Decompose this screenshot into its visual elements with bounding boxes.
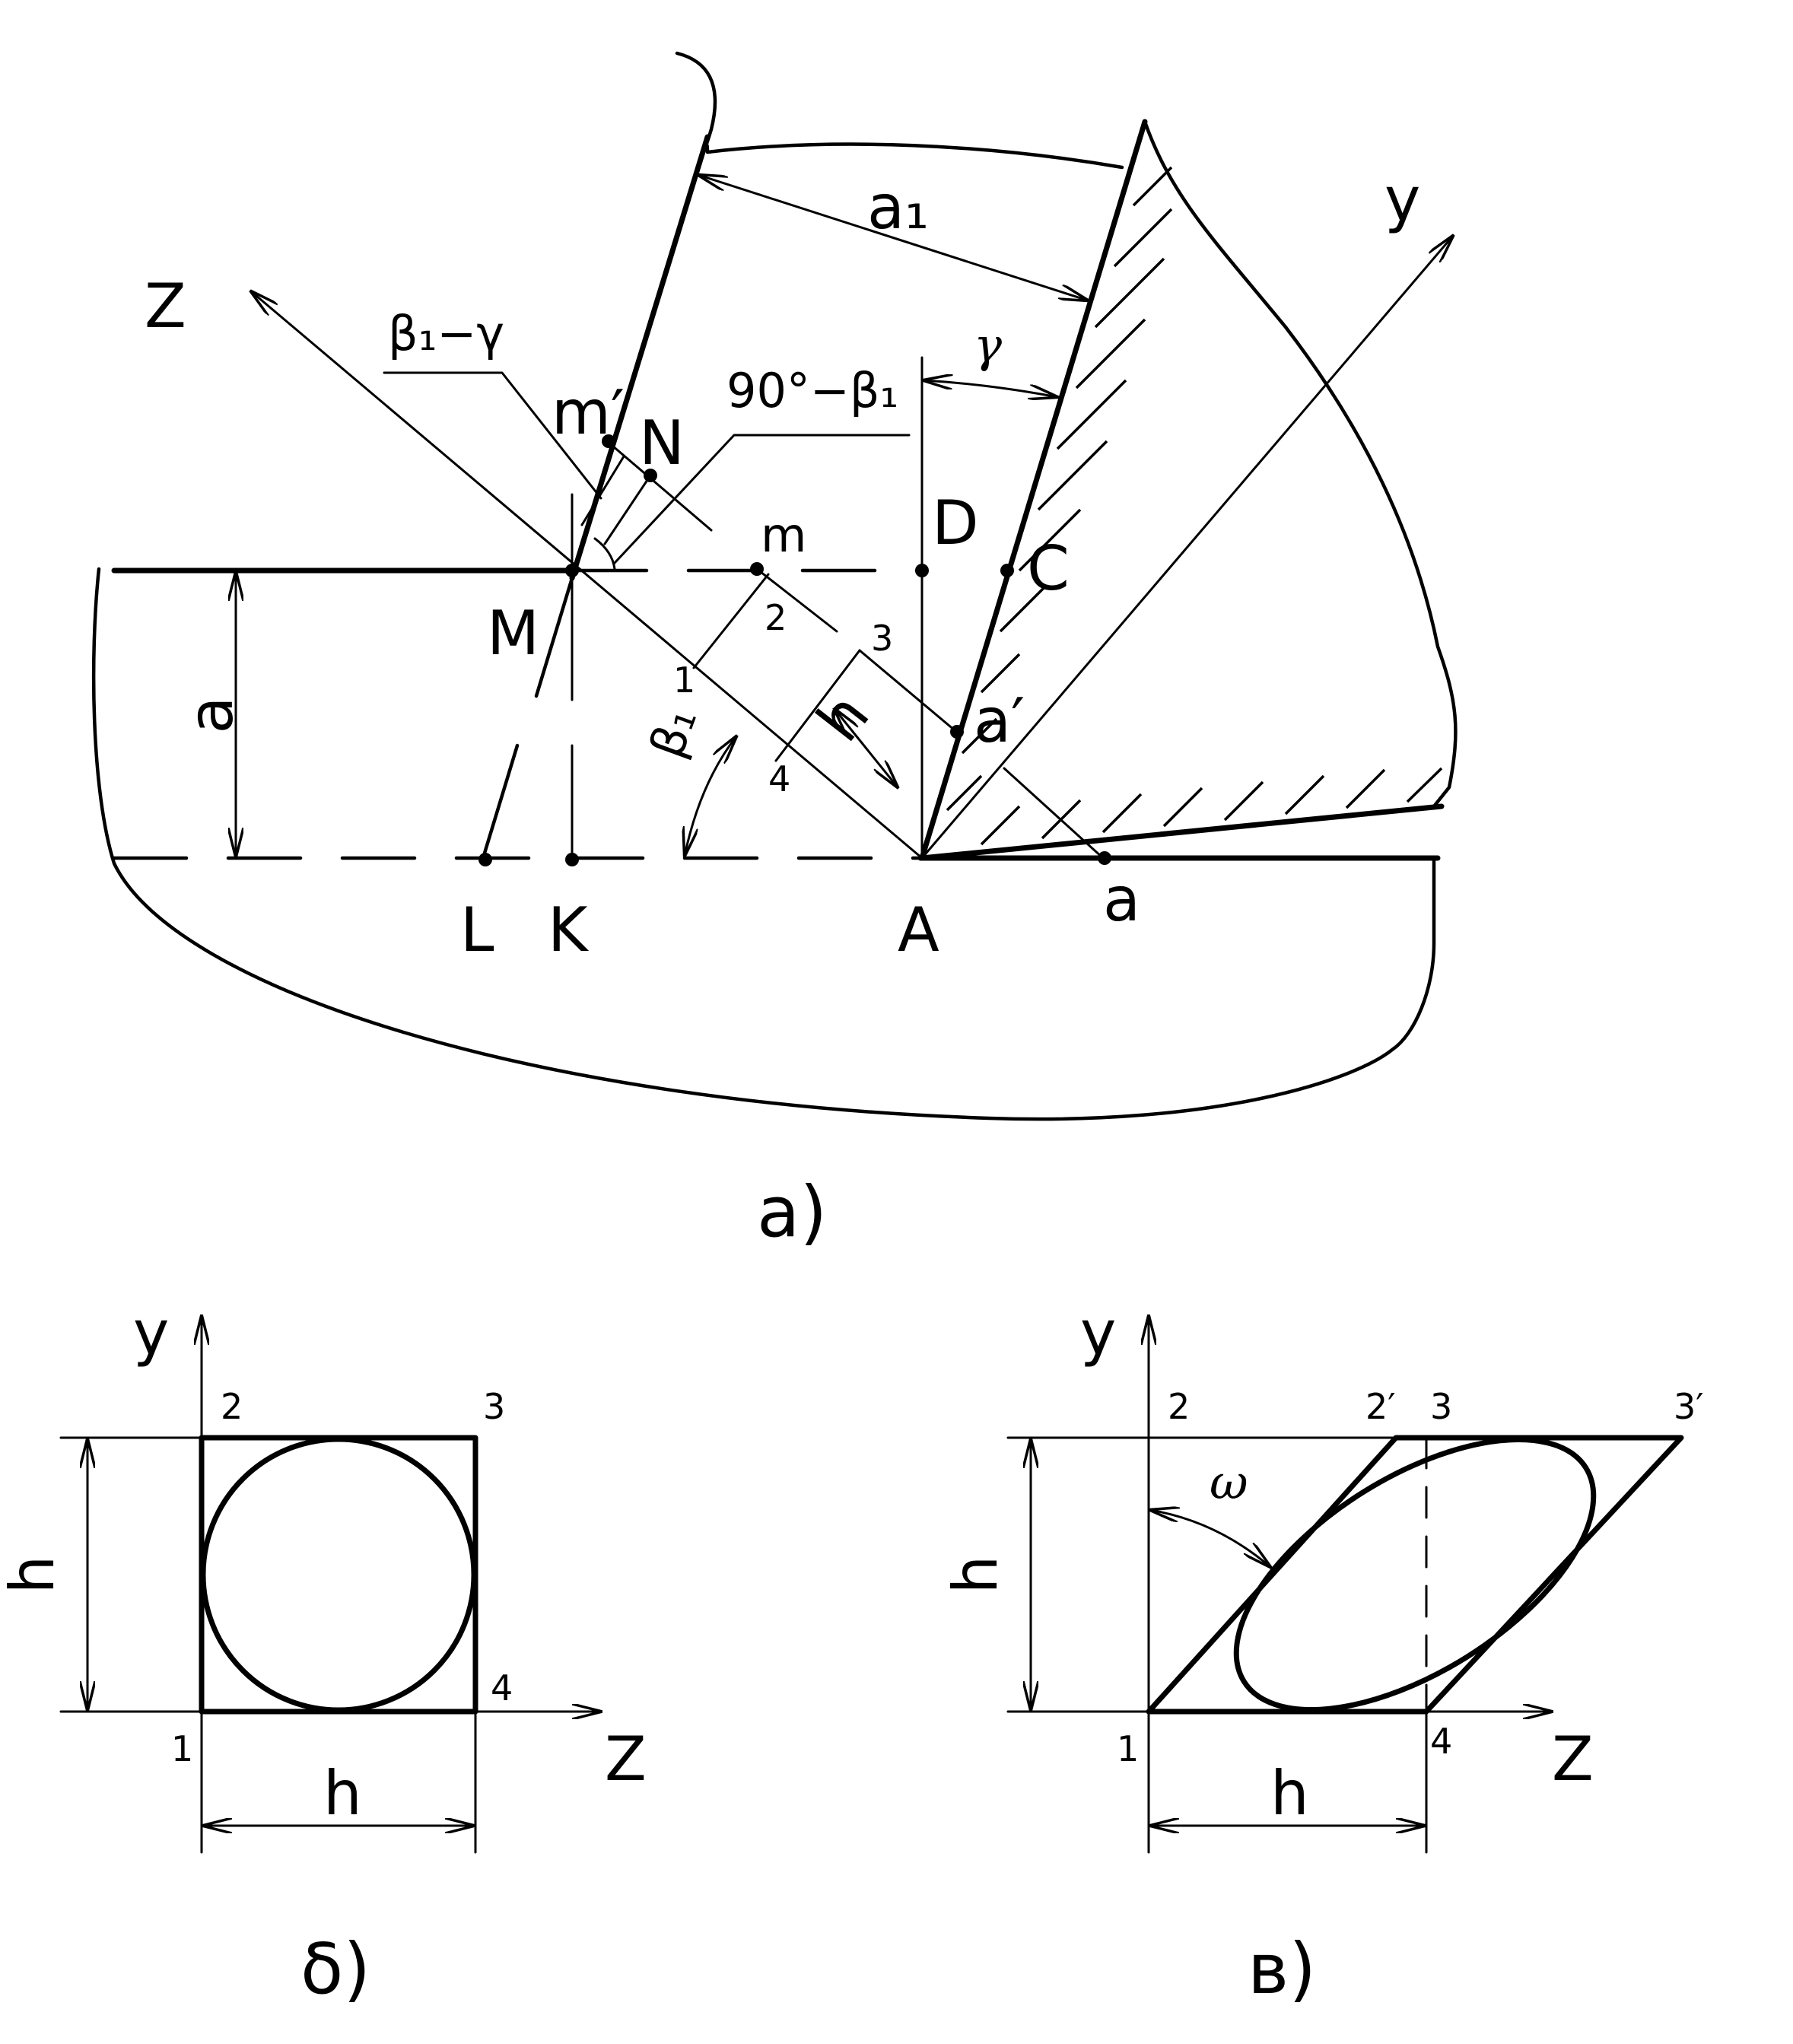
caption-a: a) xyxy=(757,1171,827,1253)
z-axis xyxy=(251,291,924,860)
label-corner-2: 2 xyxy=(765,597,787,638)
line-m-2 xyxy=(755,567,838,633)
line-a xyxy=(1003,767,1105,860)
caption-c: в) xyxy=(1248,1928,1316,2010)
normal-N xyxy=(603,474,652,545)
workpiece-outline xyxy=(91,567,1436,1121)
tool-flank xyxy=(919,803,1445,861)
point-a-dot xyxy=(1098,851,1111,865)
tool-hatching xyxy=(946,166,1443,846)
dim-h-arrow xyxy=(835,709,898,787)
b-label-corner-1: 1 xyxy=(171,1728,193,1769)
shear-edge-lower xyxy=(534,576,574,698)
label-corner-3: 3 xyxy=(871,618,893,659)
panel-a: Z y a₁ γ β₁−γ 90°−β₁ m′ N m D C M a 2 1 … xyxy=(91,51,1458,1253)
label-h: h xyxy=(803,680,883,754)
panel-c: y Z 2 2′ 3 3′ 1 4 ω h h в) xyxy=(940,1298,1704,2010)
label-m-prime: m′ xyxy=(552,377,625,448)
b-label-corner-4: 4 xyxy=(491,1667,513,1709)
chip-back-edge xyxy=(569,134,711,581)
label-corner-4: 4 xyxy=(768,758,790,799)
c-label-corner-4: 4 xyxy=(1430,1721,1452,1762)
c-label-corner-3: 3 xyxy=(1430,1386,1452,1427)
point-C-dot xyxy=(1000,564,1014,577)
point-a-prime-dot xyxy=(950,725,964,739)
b-label-dim-h-vertical: h xyxy=(0,1556,68,1594)
shear-edge-lowest xyxy=(481,743,520,860)
label-N: N xyxy=(639,408,685,478)
c-label-axis-z: Z xyxy=(1552,1724,1594,1794)
label-C: C xyxy=(1027,533,1070,604)
angle-arc-M xyxy=(593,537,616,571)
label-beta1-minus-gamma: β₁−γ xyxy=(388,306,504,361)
point-m-dot xyxy=(750,562,764,576)
b-inscribed-circle xyxy=(200,1436,477,1713)
label-K: K xyxy=(548,895,590,965)
c-label-corner-2-prime: 2′ xyxy=(1365,1386,1396,1427)
tool-outline xyxy=(1143,119,1458,809)
b-label-corner-2: 2 xyxy=(221,1386,243,1427)
c-label-omega: ω xyxy=(1210,1454,1248,1510)
label-a-prime: a′ xyxy=(974,685,1025,756)
leader-beta1-gamma xyxy=(383,371,602,500)
caption-b: δ) xyxy=(300,1928,370,2010)
label-a: a xyxy=(1103,864,1140,935)
label-dim-a1: a₁ xyxy=(867,172,929,243)
b-label-axis-y: y xyxy=(133,1298,169,1368)
point-N-dot xyxy=(644,469,657,482)
beta1-arc xyxy=(685,736,736,856)
panel-b: y Z 2 3 1 4 h h δ) xyxy=(0,1298,647,2010)
point-m-prime-dot xyxy=(602,434,615,448)
label-dim-a: a xyxy=(176,696,246,733)
leader-90-minus-beta1 xyxy=(613,434,911,564)
c-label-dim-h-vertical: h xyxy=(940,1556,1011,1594)
label-corner-1: 1 xyxy=(673,660,695,701)
label-D: D xyxy=(932,488,979,558)
b-label-axis-z: Z xyxy=(605,1724,647,1794)
point-K-dot xyxy=(565,853,579,866)
label-m: m xyxy=(761,507,806,563)
c-label-dim-h-horizontal: h xyxy=(1270,1758,1309,1829)
label-beta1: β₁ xyxy=(638,700,707,765)
label-gamma: γ xyxy=(974,317,1003,373)
chip-outline xyxy=(675,51,1124,170)
label-90-minus-beta1: 90°−β₁ xyxy=(726,363,898,418)
point-L-dot xyxy=(478,853,492,866)
b-label-dim-h-horizontal: h xyxy=(323,1758,362,1829)
c-label-corner-1: 1 xyxy=(1117,1728,1139,1769)
line-1 xyxy=(692,573,770,669)
b-label-corner-3: 3 xyxy=(483,1386,505,1427)
point-D-dot xyxy=(915,564,929,577)
c-omega-arc xyxy=(1150,1510,1270,1567)
line-3 xyxy=(858,649,956,732)
label-axis-y: y xyxy=(1384,164,1420,235)
c-label-corner-2: 2 xyxy=(1168,1386,1190,1427)
c-label-axis-y: y xyxy=(1080,1298,1116,1368)
line-4 xyxy=(774,649,861,762)
label-axis-z: Z xyxy=(145,271,186,342)
y-axis xyxy=(920,236,1453,860)
label-L: L xyxy=(460,895,494,965)
c-ellipse xyxy=(1233,1437,1597,1712)
label-A: A xyxy=(898,895,939,965)
label-M: M xyxy=(487,598,539,669)
point-M-dot xyxy=(565,564,579,577)
gamma-arc xyxy=(924,380,1057,397)
c-label-corner-3-prime: 3′ xyxy=(1674,1386,1704,1427)
dim-a1-arrow xyxy=(698,175,1088,300)
normal-N2 xyxy=(580,455,625,526)
